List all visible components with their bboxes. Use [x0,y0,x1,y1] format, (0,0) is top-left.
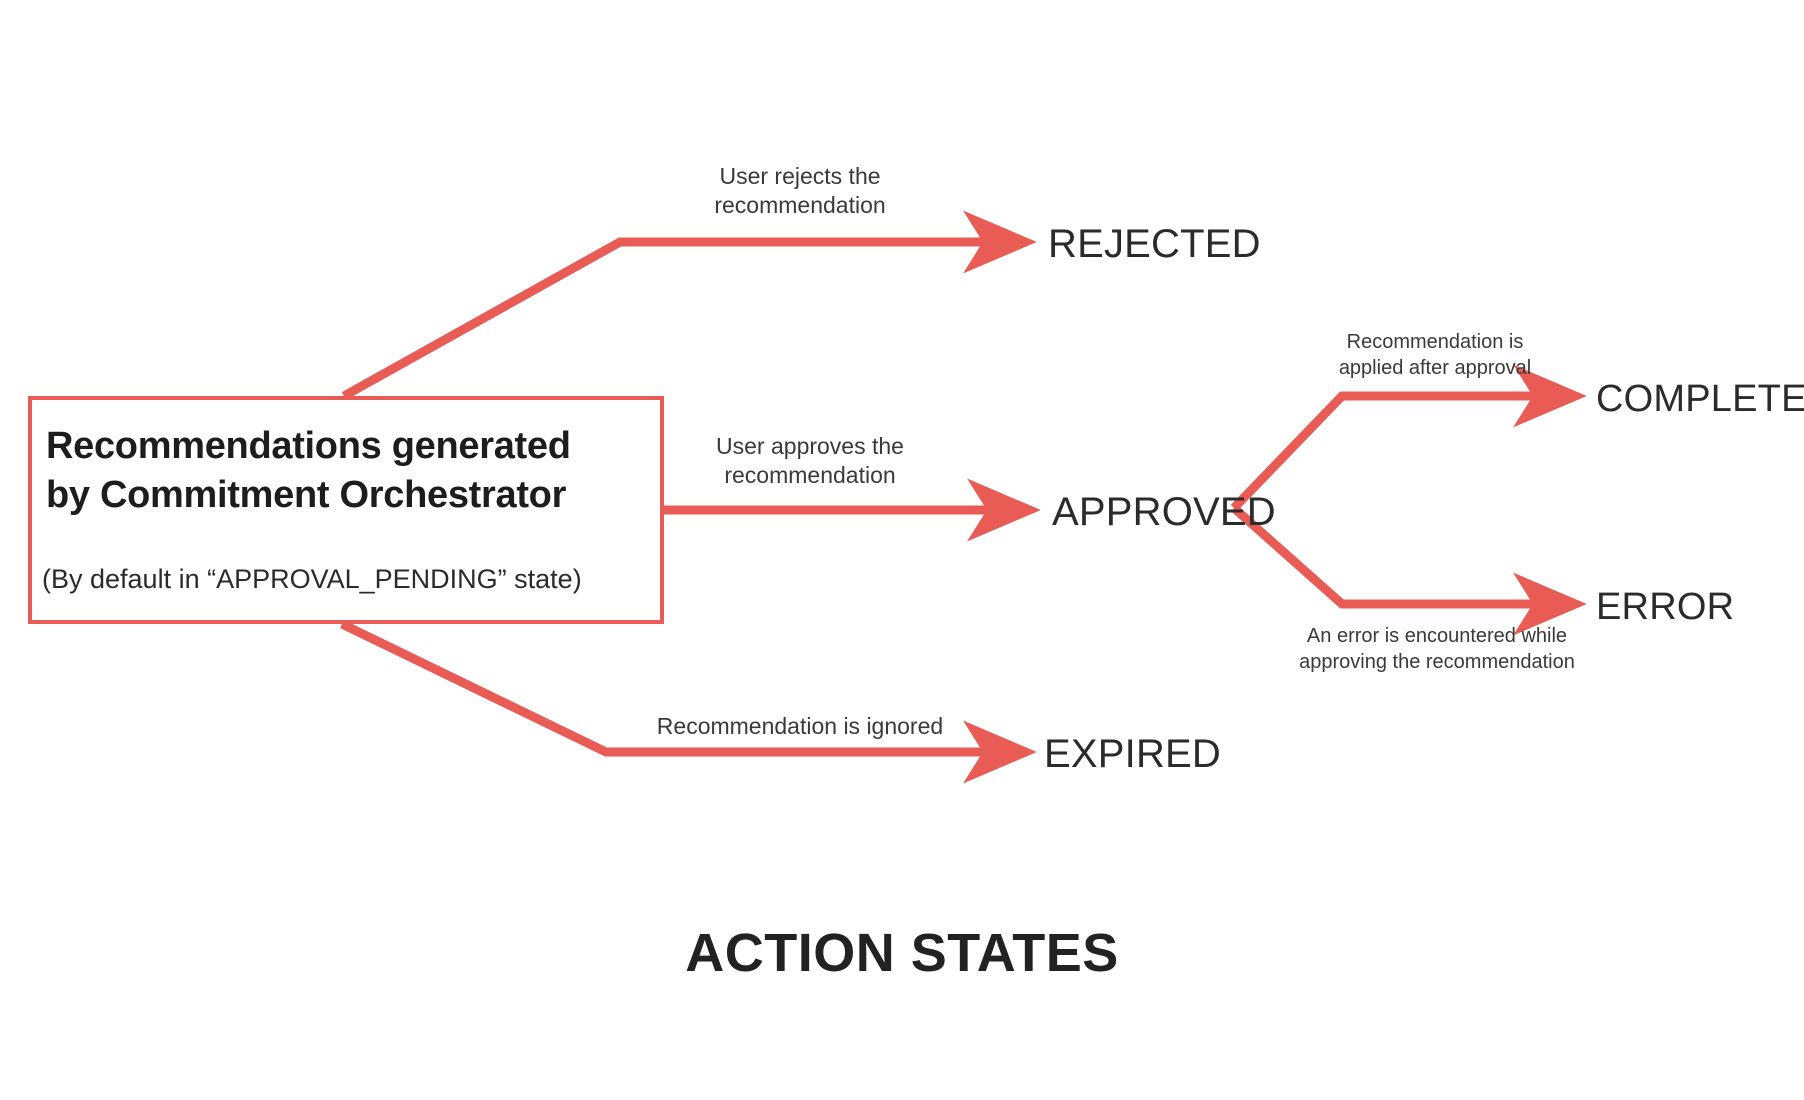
state-label-rejected: REJECTED [1048,222,1261,266]
state-label-completed: COMPLETED [1596,378,1804,420]
diagram-title: ACTION STATES [685,923,1119,983]
state-label-approved: APPROVED [1052,490,1276,534]
edge-to-completed [1230,364,1587,512]
edge-to-error [1231,504,1587,636]
edge-label-to-approved: User approves the recommendation [716,433,904,489]
edge-label-to-rejected: User rejects the recommendation [714,163,886,219]
source-node-subtitle: (By default in “APPROVAL_PENDING” state) [42,564,582,594]
edge-label-to-error: An error is encountered while approving … [1299,625,1575,673]
state-label-expired: EXPIRED [1044,732,1222,776]
edge-label-to-expired: Recommendation is ignored [656,713,944,739]
edge-to-expired [340,619,1037,784]
source-node-title: Recommendations generated by Commitment … [46,425,571,516]
edge-to-rejected [341,210,1037,400]
state-label-error: ERROR [1596,586,1735,628]
edge-label-to-completed: Recommendation is applied after approval [1338,331,1532,379]
source-node-box: Recommendations generated by Commitment … [28,396,664,624]
